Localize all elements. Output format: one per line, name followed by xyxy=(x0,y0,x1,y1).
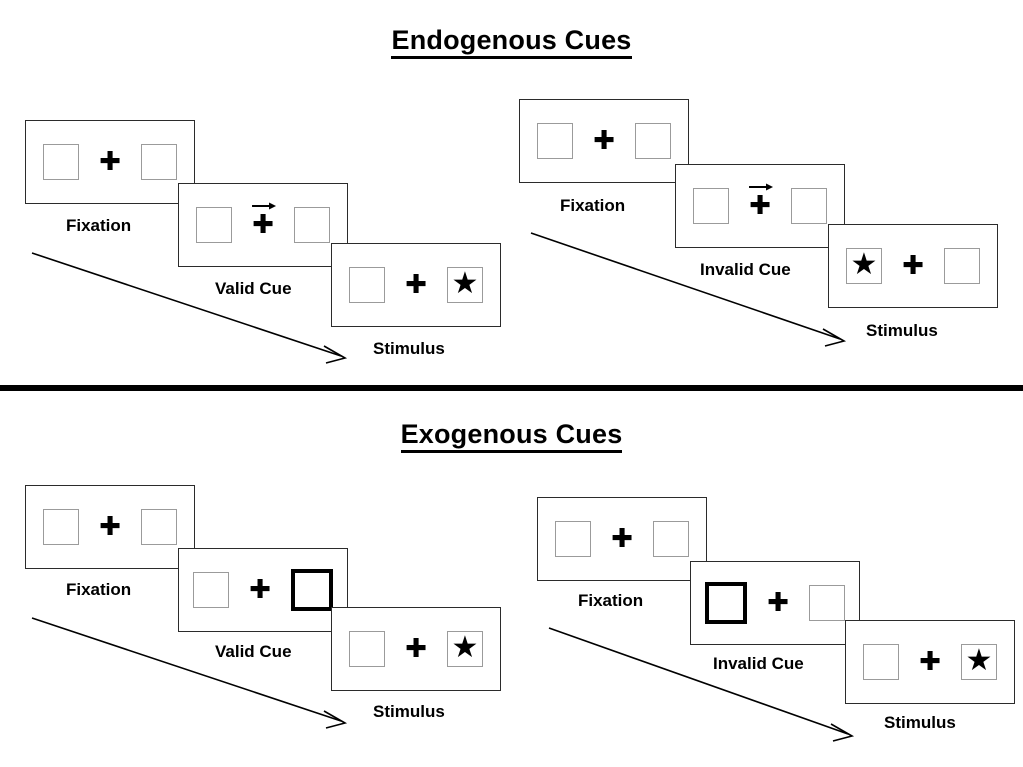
section-title-exogenous: Exogenous Cues xyxy=(0,419,1023,453)
right-box xyxy=(635,123,671,159)
fixation-cross-icon: ✚ xyxy=(902,251,924,281)
right-box: ★ xyxy=(447,267,483,303)
right-box: ★ xyxy=(447,631,483,667)
left-box xyxy=(196,207,232,243)
fixation-cross-wrap: ✚ xyxy=(591,121,617,161)
panel-exogenous-invalid-stimulus[interactable]: ✚ ★ xyxy=(845,620,1015,704)
caption-endogenous-valid-cue: Valid Cue xyxy=(215,279,292,298)
caption-exogenous-invalid-stimulus: Stimulus xyxy=(884,713,956,732)
panel-content: ✚ ★ xyxy=(863,642,997,682)
section-divider xyxy=(0,385,1023,391)
fixation-cross-wrap: ✚ xyxy=(247,570,273,610)
caption-endogenous-invalid-stimulus: Stimulus xyxy=(866,321,938,340)
left-box xyxy=(193,572,229,608)
caption-endogenous-valid-fixation: Fixation xyxy=(66,216,132,235)
right-box xyxy=(791,188,827,224)
right-box xyxy=(809,585,845,621)
cue-arrow-right-icon xyxy=(749,183,774,191)
panel-exogenous-valid-cue[interactable]: ✚ xyxy=(178,548,348,632)
left-box xyxy=(693,188,729,224)
right-box xyxy=(944,248,980,284)
left-box: ★ xyxy=(846,248,882,284)
fixation-cross-wrap: ✚ xyxy=(747,183,774,226)
panel-content: ✚ xyxy=(555,519,689,559)
left-box xyxy=(863,644,899,680)
star-icon: ★ xyxy=(965,644,993,677)
panel-exogenous-valid-stimulus[interactable]: ✚ ★ xyxy=(331,607,501,691)
section-title-endogenous-text: Endogenous Cues xyxy=(391,25,632,59)
panel-content: ✚ xyxy=(537,121,671,161)
panel-content: ✚ xyxy=(193,569,333,611)
panel-endogenous-valid-fixation[interactable]: ✚ xyxy=(25,120,195,204)
panel-content: ✚ xyxy=(196,202,330,245)
panel-content: ✚ ★ xyxy=(349,629,483,669)
panel-endogenous-valid-stimulus[interactable]: ✚ ★ xyxy=(331,243,501,327)
section-title-endogenous: Endogenous Cues xyxy=(0,25,1023,59)
left-box xyxy=(349,631,385,667)
panel-exogenous-valid-fixation[interactable]: ✚ xyxy=(25,485,195,569)
fixation-cross-wrap: ✚ xyxy=(403,265,429,305)
panel-content: ✚ xyxy=(705,582,845,624)
fixation-cross-icon: ✚ xyxy=(749,191,771,221)
fixation-cross-icon: ✚ xyxy=(405,634,427,664)
panel-content: ✚ xyxy=(43,142,177,182)
fixation-cross-wrap: ✚ xyxy=(250,202,277,245)
right-box-highlighted xyxy=(291,569,333,611)
left-box xyxy=(43,509,79,545)
right-box: ★ xyxy=(961,644,997,680)
fixation-cross-icon: ✚ xyxy=(611,524,633,554)
panel-endogenous-invalid-cue[interactable]: ✚ xyxy=(675,164,845,248)
fixation-cross-wrap: ✚ xyxy=(917,642,943,682)
fixation-cross-wrap: ✚ xyxy=(609,519,635,559)
panel-exogenous-invalid-fixation[interactable]: ✚ xyxy=(537,497,707,581)
caption-exogenous-invalid-cue: Invalid Cue xyxy=(713,654,804,673)
panel-content: ★ ✚ xyxy=(846,246,980,286)
right-box xyxy=(141,509,177,545)
panel-content: ✚ xyxy=(43,507,177,547)
fixation-cross-icon: ✚ xyxy=(99,147,121,177)
caption-exogenous-invalid-fixation: Fixation xyxy=(578,591,644,610)
caption-endogenous-invalid-cue: Invalid Cue xyxy=(700,260,791,279)
left-box xyxy=(555,521,591,557)
panel-exogenous-invalid-cue[interactable]: ✚ xyxy=(690,561,860,645)
left-box-highlighted xyxy=(705,582,747,624)
panel-endogenous-invalid-fixation[interactable]: ✚ xyxy=(519,99,689,183)
caption-endogenous-valid-stimulus: Stimulus xyxy=(373,339,445,358)
left-box xyxy=(349,267,385,303)
fixation-cross-icon: ✚ xyxy=(919,647,941,677)
right-box xyxy=(294,207,330,243)
fixation-cross-icon: ✚ xyxy=(767,588,789,618)
star-icon: ★ xyxy=(451,631,479,664)
right-box xyxy=(653,521,689,557)
panel-endogenous-valid-cue[interactable]: ✚ xyxy=(178,183,348,267)
section-title-exogenous-text: Exogenous Cues xyxy=(400,419,623,453)
fixation-cross-icon: ✚ xyxy=(405,270,427,300)
star-icon: ★ xyxy=(451,267,479,300)
star-icon: ★ xyxy=(850,248,878,281)
fixation-cross-wrap: ✚ xyxy=(900,246,926,286)
left-box xyxy=(43,144,79,180)
right-box xyxy=(141,144,177,180)
panel-content: ✚ xyxy=(693,183,827,226)
caption-exogenous-valid-fixation: Fixation xyxy=(66,580,132,599)
fixation-cross-icon: ✚ xyxy=(593,126,615,156)
fixation-cross-icon: ✚ xyxy=(252,210,274,240)
caption-exogenous-valid-cue: Valid Cue xyxy=(215,642,292,661)
fixation-cross-icon: ✚ xyxy=(99,512,121,542)
panel-content: ✚ ★ xyxy=(349,265,483,305)
caption-exogenous-valid-stimulus: Stimulus xyxy=(373,702,445,721)
panel-endogenous-invalid-stimulus[interactable]: ★ ✚ xyxy=(828,224,998,308)
fixation-cross-wrap: ✚ xyxy=(403,629,429,669)
caption-endogenous-invalid-fixation: Fixation xyxy=(560,196,626,215)
fixation-cross-icon: ✚ xyxy=(249,575,271,605)
fixation-cross-wrap: ✚ xyxy=(765,583,791,623)
fixation-cross-wrap: ✚ xyxy=(97,507,123,547)
fixation-cross-wrap: ✚ xyxy=(97,142,123,182)
left-box xyxy=(537,123,573,159)
cue-arrow-right-icon xyxy=(252,202,277,210)
